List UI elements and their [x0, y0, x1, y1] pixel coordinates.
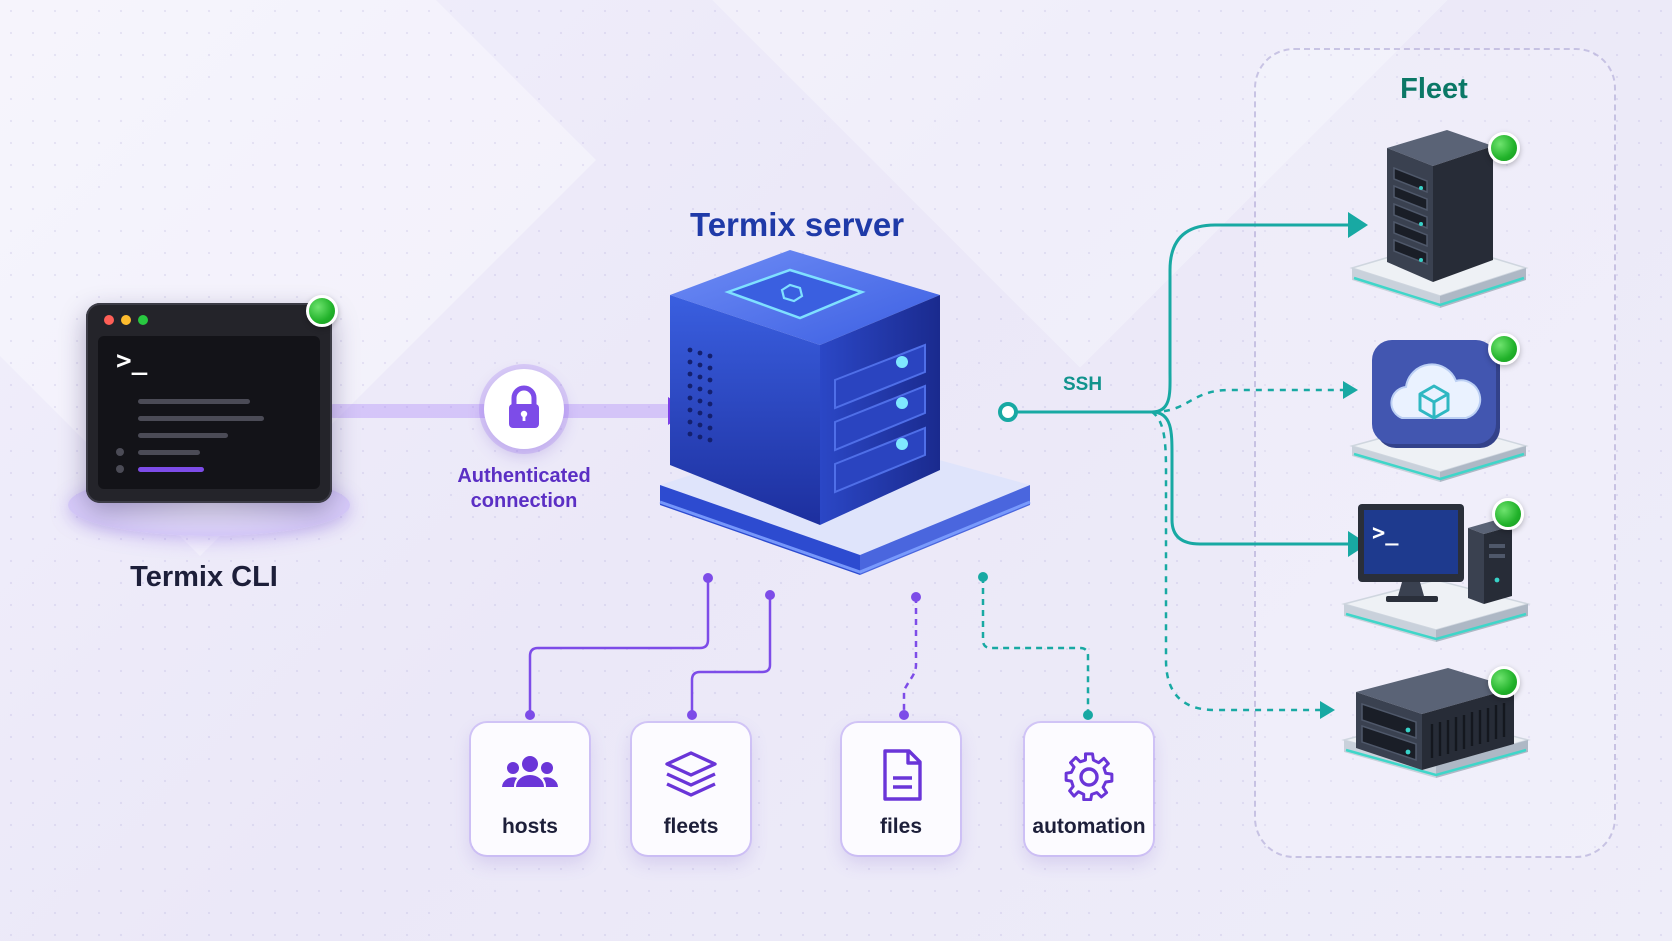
card-connectors: [528, 577, 1090, 714]
ssh-lines: [1008, 223, 1352, 712]
auth-label-line1: Authenticated: [457, 465, 591, 487]
card-label: fleets: [663, 815, 719, 838]
card-label: files: [879, 815, 923, 838]
arrow-head: [1320, 701, 1335, 719]
cli-status-dot: [306, 295, 338, 327]
terminal-line: [138, 416, 264, 421]
connector-dots: [525, 572, 1093, 720]
server-cube-icon: [659, 250, 1031, 575]
arrow-head: [1343, 381, 1358, 399]
svg-text:>_: >_: [1372, 521, 1399, 546]
cli-title: Termix CLI: [130, 561, 278, 593]
desktop-terminal-icon: >_: [1358, 504, 1512, 604]
window-minimize-dot: [121, 315, 131, 325]
fleet-title: Fleet: [1400, 73, 1468, 105]
fleet-status-dot: [1492, 498, 1524, 530]
server-tower-icon: [1387, 130, 1493, 282]
ssh-port-dot: [998, 402, 1018, 422]
terminal-bullet: [116, 465, 124, 473]
automation-card[interactable]: automation: [1025, 723, 1153, 855]
terminal-bullet: [116, 448, 124, 456]
file-icon: [883, 749, 922, 801]
ssh-label: SSH: [1063, 374, 1103, 395]
terminal-screen: >_: [98, 336, 320, 489]
fleet-status-dot: [1488, 666, 1520, 698]
gear-icon: [1064, 752, 1114, 801]
lock-icon: [484, 369, 564, 449]
server-rack-icon: [1356, 668, 1514, 770]
terminal-prompt: >_: [116, 346, 148, 376]
terminal-window-icon: >_: [86, 303, 332, 503]
window-maximize-dot: [138, 315, 148, 325]
users-icon: [502, 756, 558, 787]
server-title: Termix server: [690, 206, 905, 243]
terminal-line: [138, 450, 200, 455]
layers-icon: [665, 751, 717, 797]
fleets-card[interactable]: fleets: [632, 723, 750, 855]
terminal-line: [138, 433, 228, 438]
arrow-head: [1348, 212, 1368, 238]
files-card[interactable]: files: [842, 723, 960, 855]
terminal-line-active: [138, 467, 204, 472]
card-label: hosts: [501, 815, 558, 838]
auth-label-line2: connection: [470, 490, 578, 512]
fleet-status-dot: [1488, 132, 1520, 164]
cloud-box-icon: [1372, 340, 1500, 448]
authenticated-connection-label: Authenticated connection: [424, 464, 624, 514]
terminal-line: [138, 399, 250, 404]
window-close-dot: [104, 315, 114, 325]
card-label: automation: [1032, 815, 1146, 838]
fleet-status-dot: [1488, 333, 1520, 365]
hosts-card[interactable]: hosts: [471, 723, 589, 855]
